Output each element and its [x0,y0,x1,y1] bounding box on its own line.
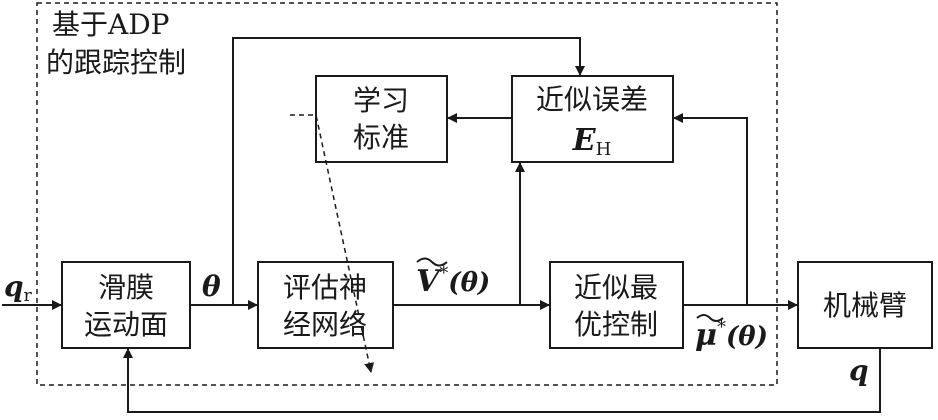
optimal-control-label-2: 优控制 [574,308,658,341]
q-feedback-arrow [123,348,881,413]
q-signal-label: q [849,354,869,387]
theta-branch-to-error [232,37,585,305]
tuning-dashed-arrow [290,114,375,373]
adp-region-border [36,2,778,386]
evaluation-network-block: 评估神 经网络 [257,261,394,349]
learning-standard-label-2: 标准 [353,121,409,154]
svg-text:μ*(θ): μ*(θ) [695,317,768,353]
evaluation-network-label-2: 经网络 [283,308,367,341]
learning-standard-block: 学习 标准 [315,75,448,163]
approx-error-symbol: EH [572,123,612,160]
region-title-line1: 基于ADP [52,8,170,41]
v-signal-label: V*(θ) [416,257,490,299]
mu-tilde-mark [696,314,724,322]
mu-signal-label: μ*(θ) [695,314,768,353]
theta-signal-label: θ [202,270,221,303]
sliding-surface-label-2: 运动面 [84,308,168,341]
approx-error-block: 近似误差 EH [511,75,674,163]
region-title-line2: 的跟踪控制 [46,46,186,79]
sliding-surface-block: 滑膜 运动面 [61,261,191,349]
sliding-surface-label-1: 滑膜 [98,271,154,304]
learning-standard-label-1: 学习 [353,84,409,117]
robot-arm-label: 机械臂 [823,289,907,322]
qr-signal-label: qr [4,270,33,306]
svg-text:V*(θ): V*(θ) [416,263,490,299]
optimal-control-block: 近似最 优控制 [549,261,684,349]
approx-error-label: 近似误差 [536,83,648,116]
v-tilde-mark [416,257,448,267]
mu-branch-to-error [673,113,748,305]
robot-arm-block: 机械臂 [797,261,933,349]
evaluation-network-label-1: 评估神 [283,271,367,304]
connections [2,37,881,413]
optimal-control-label-1: 近似最 [574,271,658,304]
